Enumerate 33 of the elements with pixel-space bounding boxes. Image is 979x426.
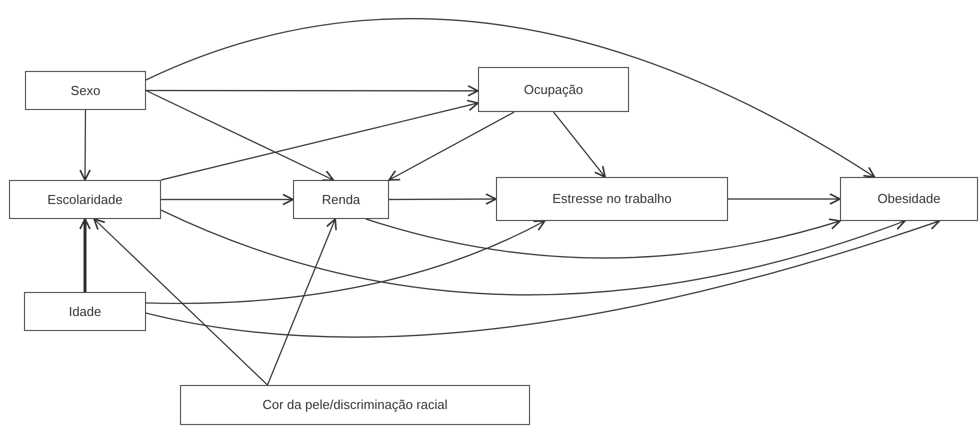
variable-label: Sexo bbox=[70, 82, 100, 100]
arrow bbox=[160, 100, 479, 181]
arrow bbox=[161, 194, 294, 206]
arrow bbox=[146, 85, 479, 97]
arrow bbox=[366, 218, 841, 259]
arrow bbox=[388, 111, 515, 181]
variable-box bbox=[25, 71, 146, 110]
variable-box bbox=[24, 292, 146, 331]
arrow bbox=[160, 209, 906, 296]
variable-label: Escolaridade bbox=[47, 190, 123, 209]
variable-label: Cor da pele/discriminação racial bbox=[262, 396, 448, 414]
variable-label: Estresse no trabalho bbox=[552, 190, 672, 208]
variable-box bbox=[293, 180, 389, 219]
variable-box bbox=[840, 177, 978, 221]
arrow bbox=[266, 218, 337, 386]
variable-label: Ocupação bbox=[524, 80, 584, 99]
arrow bbox=[146, 220, 546, 304]
arrow bbox=[389, 193, 497, 205]
arrow bbox=[146, 218, 940, 338]
arrow bbox=[79, 218, 91, 292]
arrow bbox=[146, 18, 876, 178]
arrow bbox=[93, 218, 268, 386]
arrow bbox=[728, 193, 841, 205]
variable-box bbox=[496, 177, 728, 221]
arrow bbox=[553, 112, 606, 178]
variable-label: Obesidade bbox=[878, 190, 940, 208]
variable-box bbox=[9, 180, 161, 219]
arrow bbox=[79, 110, 91, 181]
variable-box bbox=[478, 67, 629, 112]
variable-label: Idade bbox=[68, 302, 102, 321]
variable-box bbox=[180, 385, 530, 425]
variable-label: Renda bbox=[322, 190, 360, 209]
arrow bbox=[146, 90, 334, 181]
